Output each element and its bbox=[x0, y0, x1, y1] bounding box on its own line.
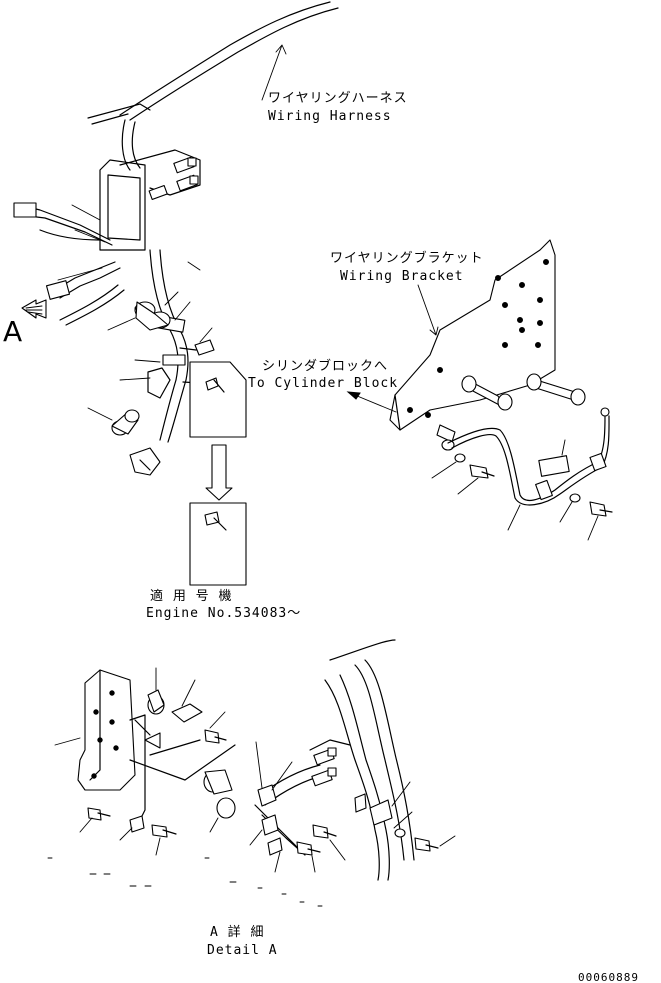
applicable-label-jp: 適 用 号 機 bbox=[150, 588, 232, 604]
wiring-harness-label-jp: ワイヤリングハーネス bbox=[268, 91, 408, 106]
bolt-icon bbox=[296, 841, 321, 856]
bolt-icon bbox=[469, 464, 495, 479]
wiring-harness-label-en: Wiring Harness bbox=[268, 109, 392, 124]
bracket-holes bbox=[407, 259, 549, 418]
bolt-icon bbox=[414, 837, 439, 852]
harness-leader bbox=[261, 44, 287, 101]
down-arrow bbox=[205, 444, 233, 501]
wiring-bracket-label-jp: ワイヤリングブラケット bbox=[330, 250, 484, 266]
variant-box-upper bbox=[189, 361, 247, 438]
wiring-bracket-label-en: Wiring Bracket bbox=[340, 269, 464, 284]
bolt-icon bbox=[312, 824, 337, 839]
bolt-icon bbox=[151, 824, 177, 838]
harness-assembly-main bbox=[13, 1, 339, 476]
cylinder-block-label-jp: シリンダブロックへ bbox=[262, 358, 388, 374]
spacer-cylinders bbox=[436, 373, 586, 451]
view-letter-a: A bbox=[3, 315, 22, 348]
cylinder-block-arrow bbox=[346, 391, 397, 413]
variant-box-lower bbox=[189, 502, 247, 586]
wiring-bracket-assembly bbox=[389, 239, 613, 541]
engine-number-label: Engine No.534083～ bbox=[146, 606, 301, 621]
cylinder-block-label-en: To Cylinder Block bbox=[248, 376, 398, 391]
bolt-icon bbox=[87, 807, 111, 821]
detail-a-assembly bbox=[47, 639, 456, 907]
detail-label-en: Detail A bbox=[207, 943, 278, 958]
bolt-icon bbox=[204, 729, 227, 744]
detail-holes bbox=[91, 690, 119, 779]
view-a-arrow bbox=[21, 299, 47, 319]
bolt-icon bbox=[179, 339, 215, 356]
drawing-number: 00060889 bbox=[578, 971, 639, 983]
detail-label-jp: A 詳 細 bbox=[210, 924, 264, 940]
bolt-icon bbox=[589, 501, 613, 517]
bracket-leader bbox=[417, 284, 439, 336]
